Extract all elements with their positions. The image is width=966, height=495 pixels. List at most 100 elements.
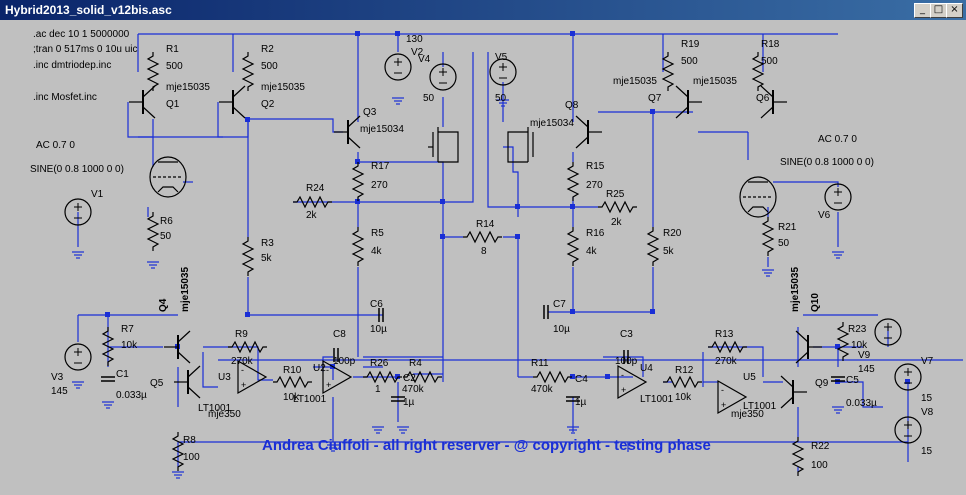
- label-labels-r21v: 50: [778, 238, 790, 249]
- label-labels-r9v: 270k: [231, 356, 254, 367]
- label-labels-r16: R16: [586, 228, 605, 239]
- schematic-svg[interactable]: - +: [3, 22, 963, 490]
- label-labels-r23v: 10k: [851, 340, 868, 351]
- label-labels-q7: Q7: [648, 93, 662, 104]
- label-labels-r14v: 8: [481, 246, 487, 257]
- label-labels-q5: Q5: [150, 378, 164, 389]
- directive-tran: ;tran 0 517ms 0 10u uic: [33, 44, 138, 55]
- label-labels-mje350b: mje350: [731, 409, 764, 420]
- label-labels-r7v: 10k: [121, 340, 138, 351]
- label-labels-q10m: mje15035: [790, 267, 801, 312]
- label-labels-r10v: 10k: [283, 392, 300, 403]
- label-labels-r8v: 100: [183, 452, 200, 463]
- label-labels-r13: R13: [715, 329, 734, 340]
- label-labels-q7m: mje15035: [613, 76, 657, 87]
- label-labels-r2v: 500: [261, 61, 278, 72]
- label-labels-r6v: 50: [160, 231, 172, 242]
- label-labels-r8: R8: [183, 435, 196, 446]
- label-labels-v5v: 50: [495, 93, 507, 104]
- label-labels-v9v: 145: [858, 364, 875, 375]
- label-labels-r6: R6: [160, 216, 173, 227]
- label-labels-r3: R3: [261, 238, 274, 249]
- label-labels-c4v: 1µ: [575, 397, 587, 408]
- label-labels-r22: R22: [811, 441, 830, 452]
- label-labels-r19: R19: [681, 39, 700, 50]
- label-labels-c4: C4: [575, 374, 588, 385]
- label-labels-r25: R25: [606, 189, 625, 200]
- label-labels-v6: V6: [818, 210, 831, 221]
- label-labels-q6m: mje15035: [693, 76, 737, 87]
- label-labels-q4: Q4: [158, 298, 169, 312]
- label-labels-v8: V8: [921, 407, 934, 418]
- label-labels-u2: U2: [313, 363, 326, 374]
- label-labels-r24v: 2k: [306, 210, 318, 221]
- label-labels-q1m: mje15035: [166, 82, 210, 93]
- label-labels-q10: Q10: [810, 293, 821, 312]
- window-title: Hybrid2013_solid_v12bis.asc: [5, 3, 172, 17]
- label-labels-v8v: 15: [921, 446, 933, 457]
- schematic-labels: .ac dec 10 1 5000000 ;tran 0 517ms 0 10u…: [30, 29, 934, 471]
- maximize-button[interactable]: □: [930, 3, 947, 18]
- label-labels-r9: R9: [235, 329, 248, 340]
- label-labels-v130: 130: [406, 34, 423, 45]
- label-labels-q8m: mje15034: [530, 118, 574, 129]
- label-labels-v7v: 15: [921, 393, 933, 404]
- label-labels-c3: C3: [620, 329, 633, 340]
- label-labels-r22v: 100: [811, 460, 828, 471]
- label-labels-r16v: 4k: [586, 246, 598, 257]
- label-labels-v5: V5: [495, 52, 508, 63]
- label-labels-r11: R11: [531, 358, 549, 369]
- footer-credit: Andrea Ciuffoli - all right reserver - @…: [262, 437, 711, 454]
- label-labels-ac2: AC 0.7 0: [818, 134, 857, 145]
- label-labels-c6: C6: [370, 299, 383, 310]
- directive-inc1: .inc dmtriodep.inc: [33, 60, 111, 71]
- label-labels-ac1: AC 0.7 0: [36, 140, 75, 151]
- label-labels-v1: V1: [91, 189, 104, 200]
- label-labels-q9: Q9: [815, 378, 829, 389]
- close-button[interactable]: ×: [946, 3, 963, 18]
- label-labels-u3: U3: [218, 372, 231, 383]
- label-labels-v4v: 50: [423, 93, 435, 104]
- label-labels-c3v: 100p: [615, 356, 638, 367]
- label-labels-r17v: 270: [371, 180, 388, 191]
- label-labels-u2m: LT1001: [293, 394, 327, 405]
- label-labels-q2m: mje15035: [261, 82, 305, 93]
- minimize-button[interactable]: _: [914, 3, 931, 18]
- label-labels-q1: Q1: [166, 99, 180, 110]
- label-labels-r14: R14: [476, 219, 495, 230]
- label-labels-r12: R12: [675, 365, 694, 376]
- components: [64, 51, 922, 479]
- label-labels-r15v: 270: [586, 180, 603, 191]
- label-labels-r12v: 10k: [675, 392, 692, 403]
- label-labels-c7v: 10µ: [553, 324, 570, 335]
- label-labels-v3: V3: [51, 372, 64, 383]
- label-labels-c2v: 1µ: [403, 397, 415, 408]
- schematic-canvas[interactable]: - +: [3, 22, 963, 490]
- label-labels-r26v: 1: [375, 384, 381, 395]
- label-labels-c8: C8: [333, 329, 346, 340]
- label-labels-v9: V9: [858, 350, 871, 361]
- junctions: [105, 31, 910, 384]
- label-labels-r13v: 270k: [715, 356, 738, 367]
- label-labels-c8v: 100p: [333, 356, 356, 367]
- label-labels-r20v: 5k: [663, 246, 675, 257]
- label-labels-r10: R10: [283, 365, 302, 376]
- label-labels-c2: C2: [403, 373, 416, 384]
- label-labels-r4: R4: [409, 358, 422, 369]
- label-labels-v2: V2: [411, 47, 424, 58]
- label-labels-u4m: LT1001: [640, 394, 674, 405]
- window-titlebar[interactable]: Hybrid2013_solid_v12bis.asc _ □ ×: [0, 0, 966, 20]
- label-labels-q3: Q3: [363, 107, 377, 118]
- label-labels-r17: R17: [371, 161, 390, 172]
- label-labels-u5: U5: [743, 372, 756, 383]
- label-labels-r19v: 500: [681, 56, 698, 67]
- label-labels-q8: Q8: [565, 100, 579, 111]
- label-labels-r25v: 2k: [611, 217, 623, 228]
- directive-inc2: .inc Mosfet.inc: [33, 92, 97, 103]
- label-labels-r24: R24: [306, 183, 325, 194]
- label-labels-c5: C5: [846, 375, 859, 386]
- label-labels-q6: Q6: [756, 93, 770, 104]
- label-labels-v3v: 145: [51, 386, 68, 397]
- label-labels-r26: R26: [370, 358, 389, 369]
- label-labels-c5v: 0.033µ: [846, 398, 877, 409]
